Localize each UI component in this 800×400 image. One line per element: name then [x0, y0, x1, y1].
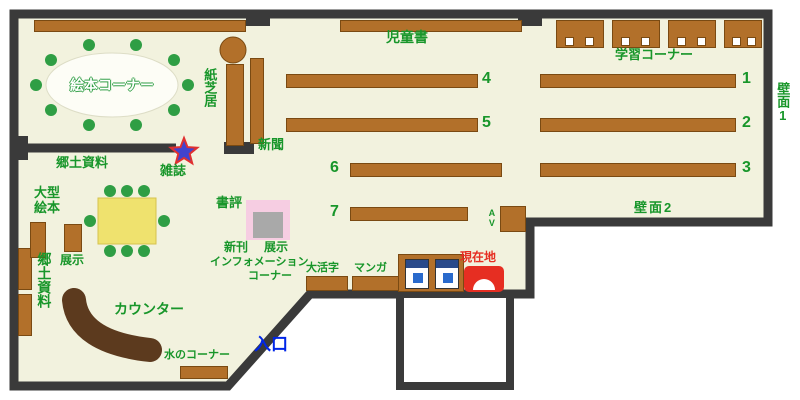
- study-desk: [724, 20, 762, 48]
- label-magazines: 雑誌: [160, 163, 187, 178]
- manga-shelf: [352, 276, 400, 291]
- copier-counter: [398, 254, 464, 292]
- label-information-2: コーナー: [248, 270, 292, 282]
- label-exhibit-center: 展示: [264, 240, 289, 254]
- label-large-picture-books-2: 絵本: [34, 200, 61, 215]
- round-table: [219, 36, 247, 64]
- exhibit-shelf-b: [64, 224, 82, 252]
- label-large-picture-books-1: 大型: [34, 185, 61, 200]
- label-study-corner: 学習コーナー: [615, 47, 694, 62]
- shelf-number-2: 2: [742, 114, 751, 131]
- reading-table-oval: [45, 52, 179, 118]
- copier-icon: [405, 259, 429, 289]
- copier-icon: [435, 259, 459, 289]
- label-information-1: インフォメーション: [210, 256, 309, 268]
- kamishibai-shelf: [226, 64, 244, 146]
- chairs-square: [84, 185, 170, 257]
- label-manga: マンガ: [354, 262, 387, 274]
- bookshelf-top-center: [340, 20, 522, 32]
- chair-icon: [747, 37, 756, 46]
- floor-outline: [9, 9, 773, 391]
- stairwell-outline: [396, 298, 514, 390]
- bookshelf-3: [540, 163, 736, 177]
- chair-icon: [697, 37, 706, 46]
- local-history-shelf-a: [18, 248, 32, 290]
- water-corner-shelf: [180, 366, 228, 379]
- exhibit-shelf-a: [30, 222, 46, 258]
- bookshelf-4: [286, 74, 478, 88]
- chair-icon: [585, 37, 594, 46]
- local-history-shelf-b: [18, 294, 32, 336]
- shelf-number-7: 7: [330, 203, 339, 220]
- label-new-arrivals: 新刊: [224, 240, 249, 254]
- bookshelf-1: [540, 74, 736, 88]
- bookshelf-top-left: [34, 20, 246, 32]
- counter-desk: [62, 288, 162, 362]
- bookshelf-7: [350, 207, 468, 221]
- bookshelf-5: [286, 118, 478, 132]
- bookshelf-2: [540, 118, 736, 132]
- shelf-number-6: 6: [330, 159, 339, 176]
- chair-icon: [621, 37, 630, 46]
- shelf-number-3: 3: [742, 159, 751, 176]
- study-desk: [556, 20, 604, 48]
- label-current-location: 現在地: [460, 250, 497, 264]
- label-counter: カウンター: [114, 301, 184, 317]
- new-arrivals-display: [246, 200, 290, 240]
- shelf-number-1: 1: [742, 70, 751, 87]
- label-local-history-left: 郷土資料: [36, 252, 53, 308]
- shelf-number-5: 5: [482, 114, 491, 131]
- bookshelf-6: [350, 163, 502, 177]
- location-marker-dome: [473, 279, 495, 290]
- location-marker: [464, 266, 504, 292]
- label-children-books: 児童書: [386, 29, 428, 45]
- newspaper-shelf: [250, 58, 264, 144]
- wall-pillar: [246, 10, 270, 26]
- chair-icon: [732, 37, 741, 46]
- label-wall-1: 壁面1: [775, 82, 791, 123]
- study-desk: [612, 20, 660, 48]
- label-book-review: 書評: [216, 195, 243, 210]
- chair-icon: [565, 37, 574, 46]
- wall-pillar: [10, 136, 28, 160]
- chairs-oval: [30, 39, 194, 131]
- av-shelf: [500, 206, 526, 232]
- study-desk: [668, 20, 716, 48]
- reading-table-square: [97, 197, 157, 245]
- display-stand: [253, 212, 283, 238]
- label-water-corner: 水のコーナー: [164, 349, 230, 361]
- label-picture-book-corner: 絵本コーナー: [70, 77, 154, 93]
- label-newspaper: 新聞: [258, 137, 285, 152]
- label-entrance: 入口: [254, 335, 288, 354]
- label-exhibit-left: 展示: [60, 253, 85, 267]
- large-print-shelf: [306, 276, 348, 291]
- wall-pillar: [518, 10, 542, 26]
- chair-icon: [641, 37, 650, 46]
- chair-icon: [677, 37, 686, 46]
- label-local-history-upper: 郷土資料: [56, 155, 109, 170]
- label-kamishibai: 紙芝居: [202, 68, 218, 107]
- label-av: AV: [486, 208, 497, 228]
- star-icon: [168, 135, 200, 166]
- label-wall-2: 壁面2: [634, 200, 674, 215]
- shelf-number-4: 4: [482, 70, 491, 87]
- label-large-print: 大活字: [306, 262, 339, 274]
